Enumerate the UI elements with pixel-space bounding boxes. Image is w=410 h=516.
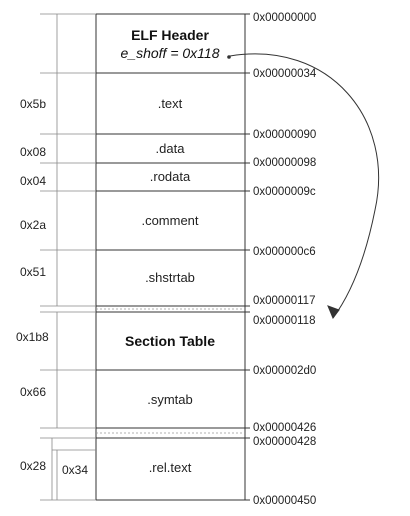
address-label: 0x000000c6 <box>253 246 316 258</box>
address-label: 0x00000000 <box>253 12 316 24</box>
address-label: 0x0000009c <box>253 186 316 198</box>
address-label: 0x00000098 <box>253 157 316 169</box>
address-label: 0x00000428 <box>253 436 316 448</box>
size-label-comment: 0x2a <box>20 218 46 232</box>
address-label: 0x00000426 <box>253 422 316 434</box>
elf-header-title: ELF Header <box>131 27 209 43</box>
section-label-section-table: Section Table <box>125 333 215 349</box>
section-label-text: .text <box>158 96 183 111</box>
shoff-pointer-arrowhead <box>327 305 340 319</box>
section-label-data: .data <box>156 141 186 156</box>
size-label-shstrtab: 0x51 <box>20 265 46 279</box>
address-label: 0x00000090 <box>253 129 316 141</box>
address-label: 0x00000117 <box>253 295 315 307</box>
size-label-rel-text-inner: 0x34 <box>62 463 88 477</box>
shoff-pointer-origin <box>227 55 231 59</box>
section-label-symtab: .symtab <box>147 392 193 407</box>
address-label: 0x00000118 <box>253 315 315 327</box>
shoff-pointer-arrow <box>229 53 380 319</box>
size-label-text: 0x5b <box>20 97 46 111</box>
size-label-section-table: 0x1b8 <box>16 330 49 344</box>
section-label-shstrtab: .shstrtab <box>145 270 195 285</box>
section-label-rel-text: .rel.text <box>149 460 192 475</box>
section-label-rodata: .rodata <box>150 169 191 184</box>
size-label-rodata: 0x04 <box>20 174 46 188</box>
size-bracket-ticks <box>40 13 96 501</box>
address-label: 0x00000034 <box>253 68 317 80</box>
elf-header-shoff: e_shoff = 0x118 <box>121 45 220 61</box>
size-label-symtab: 0x66 <box>20 385 46 399</box>
size-label-rel-text-outer: 0x28 <box>20 459 46 473</box>
address-label: 0x000002d0 <box>253 365 316 377</box>
section-label-comment: .comment <box>141 213 198 228</box>
size-label-data: 0x08 <box>20 145 46 159</box>
address-label: 0x00000450 <box>253 495 316 507</box>
